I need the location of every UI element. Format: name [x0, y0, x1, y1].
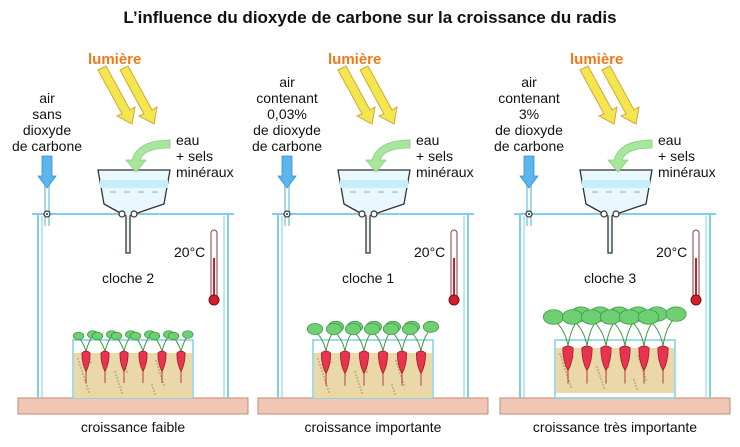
- radish-plant: [637, 306, 687, 384]
- air-label-line: sans: [32, 106, 62, 122]
- growth-caption: croissance faible: [80, 419, 186, 435]
- experiment-illustration: [499, 65, 731, 415]
- light-ray-arrow: [97, 65, 136, 125]
- growth-caption: croissance importante: [304, 419, 442, 435]
- air-label-line: de carbone: [251, 138, 323, 154]
- bell-jar-label: cloche 2: [102, 270, 155, 286]
- water-label-line: minéraux: [658, 164, 716, 180]
- air-label-line: air: [279, 74, 295, 90]
- air-label-line: de dioxyde: [495, 122, 563, 138]
- water-label-line: + sels: [176, 148, 213, 164]
- air-flow-arrow: [277, 155, 297, 189]
- soil: [74, 353, 192, 398]
- light-ray-arrow: [337, 65, 376, 125]
- air-label-line: air: [39, 90, 55, 106]
- bell-jar-label: cloche 3: [584, 270, 637, 286]
- temperature-label: 20°C: [414, 244, 446, 260]
- light-label: lumière: [570, 51, 624, 68]
- light-ray-arrow: [579, 65, 618, 125]
- air-label-line: air: [521, 74, 537, 90]
- soil: [314, 353, 432, 398]
- bell-jar-label: cloche 1: [342, 270, 395, 286]
- water-label-line: eau: [176, 132, 200, 148]
- air-label-line: 3%: [518, 106, 540, 122]
- light-label: lumière: [88, 51, 142, 68]
- soil-container: [554, 339, 676, 399]
- temperature-label: 20°C: [174, 244, 206, 260]
- light-ray-arrow: [601, 65, 640, 125]
- ground-surface: [257, 397, 489, 415]
- diagram-title: L’influence du dioxyde de carbone sur la…: [123, 8, 617, 27]
- light-ray-arrow: [359, 65, 398, 125]
- ground-surface: [17, 397, 249, 415]
- air-flow-arrow: [37, 155, 57, 189]
- water-label-line: + sels: [658, 148, 695, 164]
- water-label-line: + sels: [416, 148, 453, 164]
- temperature-label: 20°C: [656, 244, 688, 260]
- air-label-line: de carbone: [11, 138, 83, 154]
- water-inflow-arrow: [607, 139, 653, 173]
- water-label-line: minéraux: [416, 164, 474, 180]
- air-label-line: dioxyde: [22, 122, 72, 138]
- water-label-line: eau: [658, 132, 682, 148]
- experiment-illustration: [17, 65, 249, 415]
- water-label-line: minéraux: [176, 164, 234, 180]
- air-label-line: contenant: [498, 90, 560, 106]
- air-flow-arrow: [519, 155, 539, 189]
- radish-plant: [167, 330, 194, 383]
- experiment-illustration: [257, 65, 489, 415]
- ground-surface: [499, 397, 731, 415]
- air-label-line: 0,03%: [267, 106, 307, 122]
- air-label-line: contenant: [256, 90, 318, 106]
- radish-plant: [401, 320, 439, 386]
- water-label-line: eau: [416, 132, 440, 148]
- water-inflow-arrow: [125, 139, 171, 173]
- growth-caption: croissance très importante: [532, 419, 698, 435]
- light-ray-arrow: [119, 65, 158, 125]
- air-label-line: de dioxyde: [253, 122, 321, 138]
- soil: [556, 348, 674, 393]
- light-label: lumière: [328, 51, 382, 68]
- air-label-line: de carbone: [493, 138, 565, 154]
- water-inflow-arrow: [365, 139, 411, 173]
